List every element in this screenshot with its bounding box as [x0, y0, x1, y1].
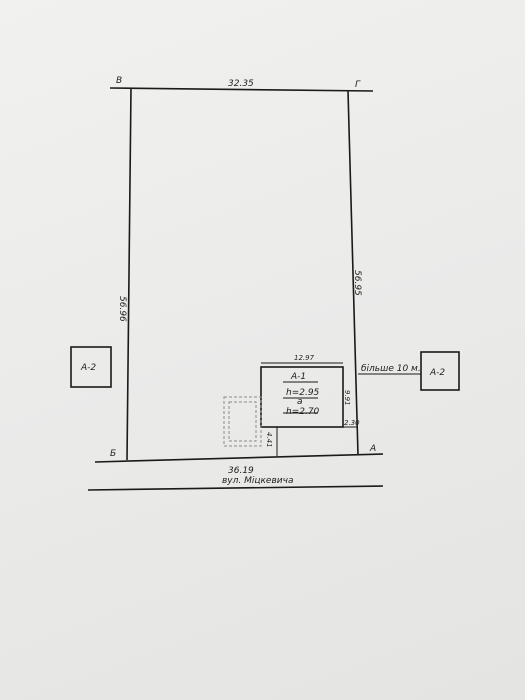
- corner-label-v: В: [116, 76, 122, 86]
- boundary-top: [109, 87, 374, 92]
- neighbor-right: А-2: [420, 351, 460, 391]
- neighbor-left: А-2: [70, 346, 112, 388]
- building-depth: 9.91: [343, 390, 351, 406]
- neighbor-right-label: А-2: [429, 368, 445, 378]
- corner-label-a: А: [369, 444, 376, 454]
- building-width: 12.97: [294, 354, 315, 362]
- distance-note: більше 10 м.: [361, 364, 421, 374]
- annex-dashed: [223, 396, 262, 447]
- annex-outline-outer: [223, 396, 262, 447]
- boundary-bottom: [94, 453, 384, 463]
- neighbor-left-box: [70, 346, 112, 388]
- building-sub-letter: а: [297, 397, 303, 407]
- building-name: А-1: [290, 372, 306, 382]
- building-height-main: h=2.95: [286, 388, 320, 398]
- dimension-top: 32.35: [228, 79, 254, 89]
- neighbor-left-label: А-2: [80, 363, 96, 373]
- boundary-right: [347, 90, 359, 456]
- plot-boundary: [94, 87, 384, 463]
- corner-label-g: Г: [355, 80, 361, 90]
- building-height-sub: h=2.70: [286, 407, 320, 417]
- dimension-bottom: 36.19: [228, 466, 254, 476]
- building-offset-left: 4.41: [265, 432, 273, 448]
- street-line: [87, 485, 384, 491]
- annex-outline-inner: [228, 401, 257, 442]
- building-a1: А-1 h=2.95 а h=2.70: [260, 366, 344, 428]
- corner-label-b: Б: [110, 449, 116, 459]
- dimension-left: 56.96: [117, 296, 127, 322]
- building-offset-right: 2.30: [344, 419, 360, 427]
- boundary-left: [126, 87, 132, 461]
- neighbor-right-box: [420, 351, 460, 391]
- dimension-right: 56.95: [352, 270, 362, 296]
- street-name: вул. Міцкевича: [222, 476, 293, 486]
